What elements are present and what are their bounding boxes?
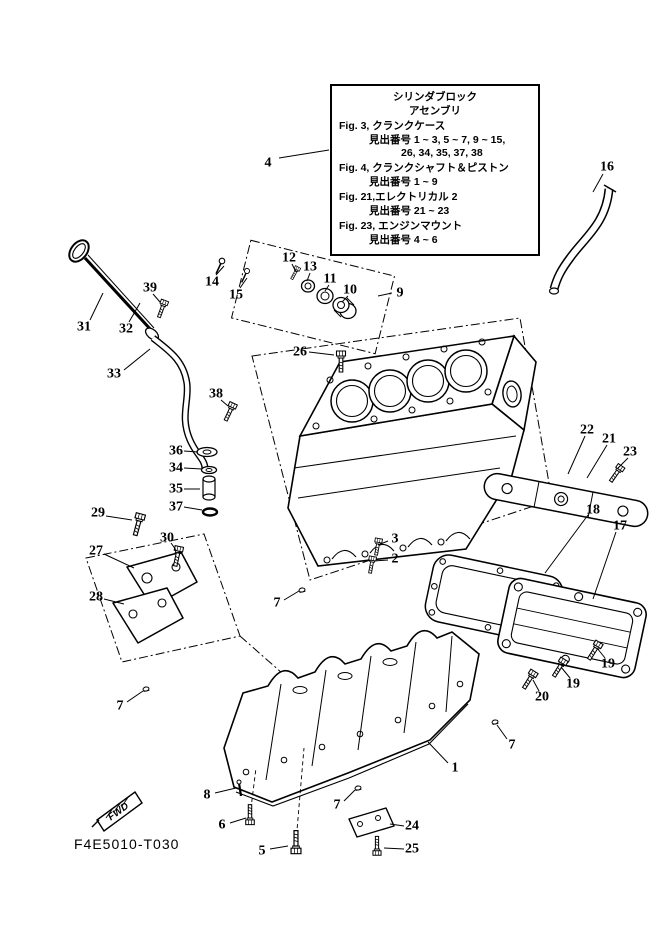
callout-16: 16: [600, 160, 614, 175]
callout-37: 37: [169, 500, 183, 515]
callout-8: 8: [204, 788, 211, 803]
callout-34: 34: [169, 461, 183, 476]
callout-13: 13: [303, 260, 317, 275]
part-mount-bracket: [483, 472, 649, 528]
callout-33: 33: [107, 367, 121, 382]
callout-27: 27: [89, 544, 103, 559]
part-anode-cover: [348, 807, 395, 838]
callout-19a: 19: [601, 657, 615, 672]
callout-35: 35: [169, 482, 183, 497]
callout-17: 17: [613, 519, 627, 534]
callout-7c: 7: [509, 738, 516, 753]
part-dipstick: [68, 239, 155, 333]
info-fig4-label: Fig. 4, クランクシャフト＆ピストン: [339, 162, 509, 175]
callout-1: 1: [452, 761, 459, 776]
callout-24: 24: [405, 819, 419, 834]
part-side-cover: [497, 577, 647, 679]
callout-15: 15: [229, 288, 243, 303]
group-outline-plates: [85, 533, 317, 704]
part-dipstick-tube: [144, 327, 210, 473]
callout-32: 32: [119, 322, 133, 337]
callout-21: 21: [602, 432, 616, 447]
part-seal-kit: [212, 256, 357, 320]
callout-39: 39: [143, 281, 157, 296]
part-plate-gasket: [112, 587, 184, 644]
info-fig21-detail: 見出番号 21 ~ 23: [369, 204, 450, 217]
part-cylinder-block: [287, 334, 537, 567]
callout-31: 31: [77, 320, 91, 335]
drawing-code: F4E5010-T030: [74, 836, 180, 852]
info-fig3-detail-1: 見出番号 1 ~ 3, 5 ~ 7, 9 ~ 15,: [369, 133, 506, 146]
part-crankcase: [223, 629, 480, 843]
callout-5: 5: [259, 844, 266, 859]
callout-22: 22: [580, 423, 594, 438]
callout-28: 28: [89, 590, 103, 605]
callout-19b: 19: [566, 677, 580, 692]
callout-6: 6: [219, 818, 226, 833]
callout-30: 30: [160, 531, 174, 546]
callout-10: 10: [343, 283, 357, 298]
callout-11: 11: [323, 272, 336, 287]
callout-3: 3: [392, 532, 399, 547]
callout-labels: 4 16 14 15 12 13 11 10 9 39 31 32 33 26 …: [77, 156, 637, 859]
callout-7b: 7: [117, 699, 124, 714]
leader-lines: [89, 149, 629, 850]
info-fig21-label: Fig. 21,エレクトリカル 2: [339, 191, 458, 204]
group-outline-seal-kit: [230, 239, 396, 355]
callout-14: 14: [205, 275, 219, 290]
callout-2: 2: [392, 552, 399, 567]
info-fig23-detail: 見出番号 4 ~ 6: [369, 233, 438, 246]
callout-25: 25: [405, 842, 419, 857]
deck-bolt-holes: [312, 338, 492, 430]
callout-9: 9: [397, 286, 404, 301]
fwd-flag: FWD: [91, 790, 143, 833]
info-fig23-label: Fig. 23, エンジンマウント: [339, 219, 463, 232]
info-title-line1: シリンダブロック: [393, 91, 477, 103]
callout-12: 12: [282, 251, 296, 266]
info-title-line2: アセンブリ: [409, 104, 461, 117]
info-fig3-detail-2: 26, 34, 35, 37, 38: [401, 147, 483, 160]
callout-26: 26: [293, 345, 307, 360]
cylinder-bores: [330, 349, 488, 423]
assembly-info-box: シリンダブロック アセンブリ Fig. 3, クランクケース 見出番号 1 ~ …: [330, 84, 540, 257]
callout-36: 36: [169, 444, 183, 459]
callout-4: 4: [265, 156, 272, 171]
callout-29: 29: [91, 506, 105, 521]
info-fig3-label: Fig. 3, クランクケース: [339, 119, 446, 132]
info-fig4-detail: 見出番号 1 ~ 9: [369, 176, 438, 189]
callout-7a: 7: [274, 596, 281, 611]
callout-20: 20: [535, 690, 549, 705]
callout-7d: 7: [334, 798, 341, 813]
callout-23: 23: [623, 445, 637, 460]
callout-18: 18: [586, 503, 600, 518]
fastener-bolts: [130, 298, 626, 856]
part-plate: [126, 551, 198, 608]
part-breather-hose: [548, 184, 617, 295]
callout-38: 38: [209, 387, 223, 402]
part-tube-fittings: [196, 446, 219, 517]
